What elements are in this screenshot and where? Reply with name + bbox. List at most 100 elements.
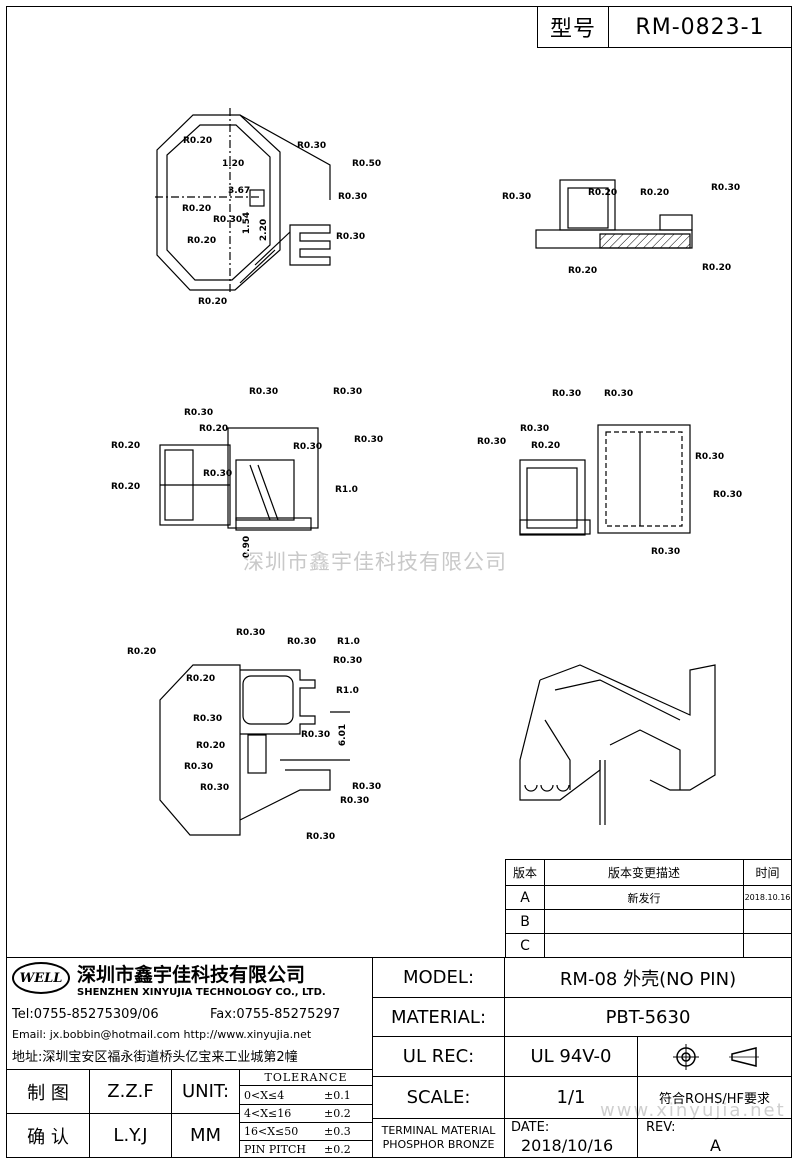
company-logo: WELL	[12, 962, 70, 994]
dim-label: R0.30	[213, 215, 243, 225]
draw-value: Z.Z.F	[107, 1081, 154, 1102]
dim-label: R0.30	[354, 435, 384, 445]
view-isometric	[519, 664, 716, 825]
dim-label: 1.54	[242, 211, 253, 235]
type-value-cell: RM-0823-1	[608, 6, 792, 48]
terminal-material-label: TERMINAL MATERIAL	[381, 1124, 496, 1137]
view-bottom	[159, 664, 350, 836]
dim-label: R1.0	[336, 686, 359, 696]
dim-label: R0.30	[306, 832, 336, 842]
dim-label: 3.67	[228, 186, 251, 196]
check-value-cell: L.Y.J	[89, 1113, 172, 1158]
dim-label: R0.30	[236, 628, 266, 638]
rev-header-time: 时间	[743, 859, 792, 886]
watermark-text: 深圳市鑫宇佳科技有限公司	[243, 550, 507, 574]
dim-label: R0.30	[184, 762, 214, 772]
type-label: 型号	[549, 17, 596, 42]
rev-row-desc	[544, 933, 744, 958]
watermark-url: www.xinyujia.net	[600, 1100, 786, 1121]
rev-cell: REV: A	[637, 1118, 792, 1158]
view-side	[519, 424, 691, 536]
dim-label: R0.30	[333, 656, 363, 666]
dim-label: R0.20	[183, 136, 213, 146]
material-value-cell: PBT-5630	[504, 997, 792, 1037]
rohs-cell: 符合ROHS/HF要求	[637, 1076, 792, 1119]
material-label-cell: MATERIAL:	[372, 997, 505, 1037]
dim-label: R0.20	[199, 424, 229, 434]
draw-label: 制 图	[27, 1082, 69, 1104]
dim-label: R0.30	[293, 442, 323, 452]
ulrec-value: UL 94V-0	[530, 1046, 612, 1067]
dim-label: R0.30	[249, 387, 279, 397]
dim-label: R0.30	[336, 232, 366, 242]
dim-label: R0.20	[196, 741, 226, 751]
model-label: MODEL:	[402, 967, 475, 988]
check-label: 确 认	[27, 1126, 69, 1148]
dim-label: R0.30	[477, 437, 507, 447]
dim-label: R0.20	[702, 263, 732, 273]
dim-label: R1.0	[337, 637, 360, 647]
tolerance-range: 16<X≤50	[244, 1125, 299, 1138]
tolerance-range: 4<X≤16	[244, 1107, 292, 1120]
tolerance-title: TOLERANCE	[264, 1071, 348, 1084]
dim-label: R1.0	[335, 485, 358, 495]
model-label-cell: MODEL:	[372, 957, 505, 998]
dim-label: R0.20	[187, 236, 217, 246]
dim-label: R0.20	[640, 188, 670, 198]
rev-row-time: 2018.10.16	[743, 885, 792, 910]
rev-row-version: B	[505, 909, 545, 934]
rev-row-desc: 新发行	[544, 885, 744, 910]
unit-label: UNIT:	[181, 1081, 230, 1102]
view-front	[159, 427, 319, 531]
ulrec-label-cell: UL REC:	[372, 1036, 505, 1077]
view-top	[155, 108, 331, 295]
tolerance-value: ±0.2	[324, 1143, 351, 1156]
unit-value-cell: MM	[171, 1113, 240, 1158]
dim-label: 6.01	[338, 723, 349, 747]
rev-row-time	[743, 933, 792, 958]
dim-label: R0.30	[333, 387, 363, 397]
company-name-cn: 深圳市鑫宇佳科技有限公司	[77, 964, 306, 986]
dim-label: R0.30	[520, 424, 550, 434]
dim-label: R0.30	[340, 796, 370, 806]
scale-label-cell: SCALE:	[372, 1076, 505, 1119]
material-value: PBT-5630	[605, 1006, 691, 1028]
company-fax: Fax:0755-85275297	[210, 1007, 341, 1022]
model-value: RM-08 外壳(NO PIN)	[559, 968, 737, 990]
dim-label: R0.20	[198, 297, 228, 307]
rev-row-desc	[544, 909, 744, 934]
unit-label-cell: UNIT:	[171, 1069, 240, 1114]
dim-label: R0.30	[604, 389, 634, 399]
technical-drawing	[155, 108, 716, 836]
view-side-section	[535, 179, 693, 249]
date-value: 2018/10/16	[521, 1136, 614, 1155]
dim-label: R0.30	[184, 408, 214, 418]
dim-label: R0.30	[338, 192, 368, 202]
terminal-material-cell: TERMINAL MATERIAL PHOSPHOR BRONZE	[372, 1118, 505, 1158]
dim-label: R0.50	[352, 159, 382, 169]
company-logo-text: WELL	[19, 970, 63, 986]
rev-row-time	[743, 909, 792, 934]
dim-label: 2.20	[259, 218, 270, 242]
draw-value-cell: Z.Z.F	[89, 1069, 172, 1114]
scale-value: 1/1	[556, 1087, 586, 1108]
projection-symbol-cell	[637, 1036, 792, 1077]
company-tel: Tel:0755-85275309/06	[12, 1007, 159, 1022]
dim-label: R0.30	[193, 714, 223, 724]
dim-label: R0.30	[713, 490, 743, 500]
dim-label: R0.30	[301, 730, 331, 740]
rev-header-desc: 版本变更描述	[544, 859, 744, 886]
date-label: DATE:	[511, 1120, 550, 1135]
crosshair-icon	[672, 1043, 699, 1070]
tolerance-range: PIN PITCH	[244, 1143, 306, 1156]
dim-label: R0.30	[552, 389, 582, 399]
scale-value-cell: 1/1	[504, 1076, 638, 1119]
dim-label: R0.30	[352, 782, 382, 792]
scale-label: SCALE:	[406, 1087, 471, 1108]
dim-label: R0.20	[111, 441, 141, 451]
dim-label: R0.30	[711, 183, 741, 193]
tolerance-value: ±0.2	[324, 1107, 351, 1120]
rev-row-version: A	[505, 885, 545, 910]
material-label: MATERIAL:	[390, 1006, 487, 1028]
company-email: Email: jx.bobbin@hotmail.com http://www.…	[12, 1028, 312, 1041]
